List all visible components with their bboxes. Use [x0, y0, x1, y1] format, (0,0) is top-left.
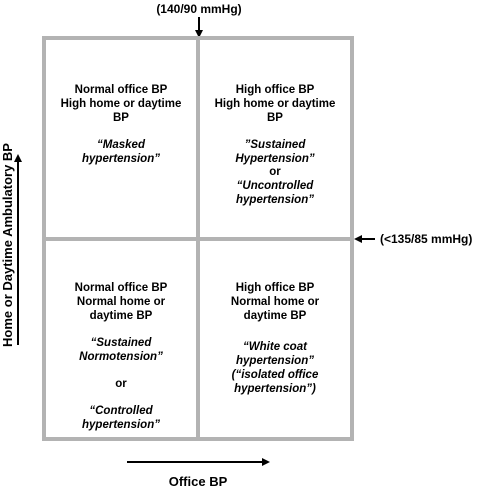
quadrant-description-line: BP — [113, 112, 129, 124]
quadrant-category-line: “White coat — [243, 341, 308, 353]
quadrant-category-line: hypertension”) — [234, 383, 316, 395]
quadrant-sustained-hypertension: High office BP High home or daytime BP ”… — [215, 84, 336, 206]
quadrant-description-line: daytime BP — [244, 310, 307, 322]
quadrant-masked-hypertension: Normal office BP High home or daytime BP… — [61, 84, 182, 165]
y-axis-label: Home or Daytime Ambulatory BP — [0, 143, 15, 347]
quadrant-description-line: Normal office BP — [75, 84, 168, 96]
quadrant-grid — [42, 36, 354, 441]
quadrant-description-line: daytime BP — [90, 310, 153, 322]
quadrant-description-line: Normal home or — [231, 296, 320, 308]
quadrant-category-line: or — [115, 378, 127, 390]
quadrant-category-line: ”Sustained — [245, 139, 307, 151]
office-threshold-label: (140/90 mmHg) — [156, 2, 241, 16]
quadrant-category-line: “Uncontrolled — [237, 180, 315, 192]
quadrant-description-line: Normal home or — [77, 296, 166, 308]
quadrant-description-line: High office BP — [236, 282, 315, 294]
home-threshold-label: (<135/85 mmHg) — [380, 232, 472, 246]
quadrant-description-line: High office BP — [236, 84, 315, 96]
quadrant-category-line: Normotension” — [79, 351, 163, 363]
quadrant-description-line: High home or daytime — [215, 98, 336, 110]
quadrant-category-line: hypertension” — [236, 194, 314, 206]
quadrant-category-line: or — [269, 166, 281, 178]
quadrant-category-line: hypertension” — [82, 419, 160, 431]
quadrant-category-line: hypertension” — [82, 153, 160, 165]
quadrant-description-line: BP — [267, 112, 283, 124]
quadrant-white-coat-hypertension: High office BP Normal home or daytime BP… — [231, 282, 320, 395]
quadrant-category-line: “Masked — [97, 139, 146, 151]
quadrant-category-line: (“isolated office — [232, 369, 319, 381]
quadrant-sustained-normotension: Normal office BP Normal home or daytime … — [75, 282, 168, 431]
quadrant-category-line: “Sustained — [91, 337, 153, 349]
x-axis-label: Office BP — [169, 474, 228, 489]
quadrant-description-line: Normal office BP — [75, 282, 168, 294]
quadrant-category-line: Hypertension” — [235, 153, 314, 165]
quadrant-category-line: “Controlled — [89, 405, 153, 417]
quadrant-description-line: High home or daytime — [61, 98, 182, 110]
quadrant-category-line: hypertension” — [236, 355, 314, 367]
